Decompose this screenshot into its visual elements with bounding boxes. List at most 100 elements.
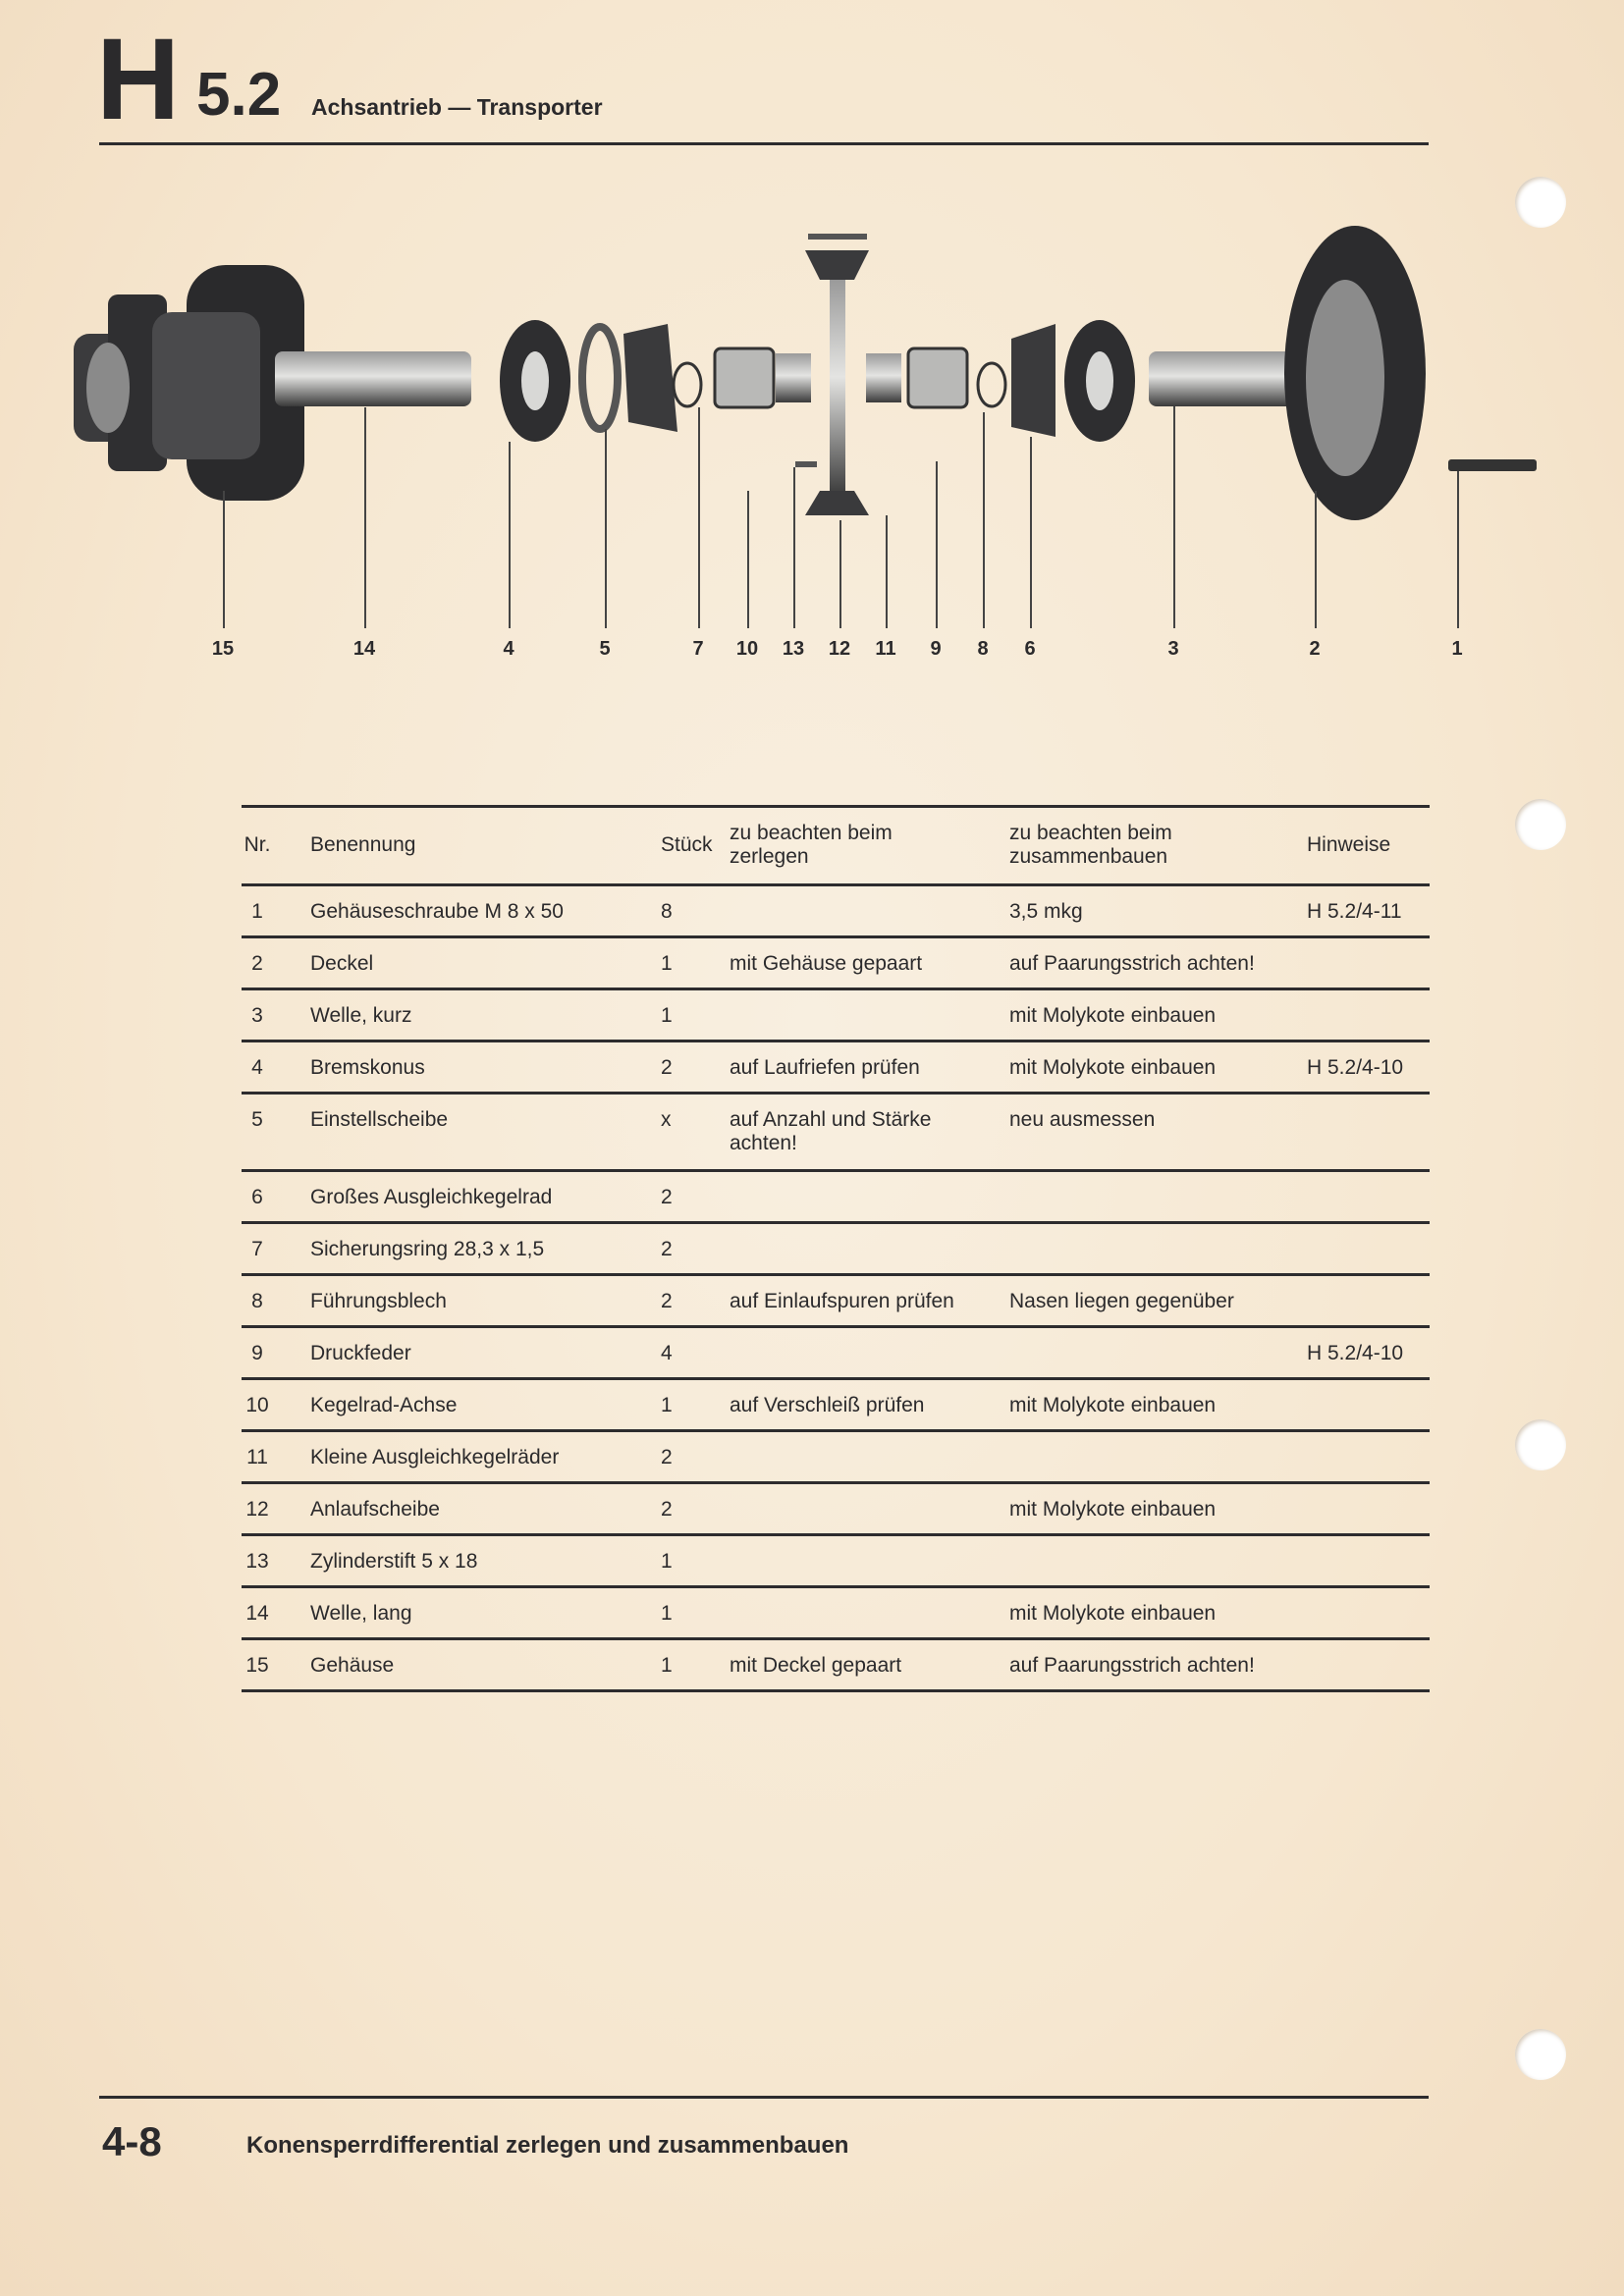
callout-label: 7 (692, 638, 704, 660)
small-gear-11-bottom (805, 491, 869, 515)
cell-nr: 6 (251, 1186, 263, 1208)
page-number: 4-8 (102, 2118, 162, 2164)
short-shaft-3 (1149, 351, 1296, 406)
guide-plate (713, 347, 776, 409)
callout-label: 8 (977, 638, 989, 660)
cell-qty: 1 (661, 1004, 673, 1027)
callout-label: 2 (1309, 638, 1321, 660)
cell-nr: 15 (245, 1654, 269, 1677)
punch-hole (1515, 1419, 1566, 1470)
cell-name: Großes Ausgleichkegelrad (310, 1186, 553, 1208)
cell-name: Welle, lang (310, 1602, 412, 1625)
cell-nr: 9 (251, 1342, 263, 1364)
cell-disassembly: auf Anzahl und Stärke achten! (730, 1108, 932, 1154)
cell-disassembly: auf Einlaufspuren prüfen (730, 1290, 954, 1312)
header-name: Benennung (310, 833, 416, 856)
cell-name: Kleine Ausgleichkegelräder (310, 1446, 560, 1468)
cell-qty: 4 (661, 1342, 673, 1364)
callout-label: 9 (930, 638, 942, 660)
housing-15 (74, 265, 304, 501)
table-row: 5 Einstellscheibe x auf Anzahl und Stärke a… (242, 1095, 1430, 1172)
cell-name: Sicherungsring 28,3 x 1,5 (310, 1238, 545, 1260)
cell-qty: 1 (661, 1602, 673, 1625)
housing-bolt-1 (1448, 459, 1537, 471)
cell-nr: 2 (251, 952, 263, 975)
section-letter: H (96, 15, 180, 144)
small-gear-11-top (805, 250, 869, 280)
table-row: 3 Welle, kurz 1 mit Molykote einbauen (242, 990, 1430, 1042)
cell-nr: 7 (251, 1238, 263, 1260)
page-title: Achsantrieb — Transporter (311, 94, 603, 120)
cell-nr: 8 (251, 1290, 263, 1312)
table-header: Nr. Benennung Stück zu beachten beim zer… (242, 808, 1430, 886)
cell-qty: x (661, 1108, 672, 1131)
cell-assembly: auf Paarungsstrich achten! (1009, 1654, 1255, 1677)
callout-label: 1 (1451, 638, 1463, 660)
cell-name: Bremskonus (310, 1056, 425, 1079)
cell-assembly: neu ausmessen (1009, 1108, 1156, 1131)
cell-nr: 13 (245, 1550, 269, 1573)
header-rule (99, 142, 1429, 145)
section-number: 5.2 (196, 61, 282, 129)
cell-assembly: mit Molykote einbauen (1009, 1602, 1217, 1625)
cell-qty: 2 (661, 1498, 673, 1521)
cell-name: Druckfeder (310, 1342, 411, 1364)
shim-5 (578, 323, 622, 433)
cell-assembly: mit Molykote einbauen (1009, 1498, 1217, 1521)
cell-qty: 2 (661, 1290, 673, 1312)
cell-name: Kegelrad-Achse (310, 1394, 458, 1416)
footer-title: Konensperrdifferential zerlegen und zusa… (246, 2132, 849, 2159)
cell-name: Gehäuseschraube M 8 x 50 (310, 900, 564, 923)
header-disassembly: zu beachten beim zerlegen (730, 822, 893, 868)
cell-nr: 4 (251, 1056, 263, 1079)
cell-nr: 3 (251, 1004, 263, 1027)
cell-disassembly: auf Verschleiß prüfen (730, 1394, 925, 1416)
cell-assembly: auf Paarungsstrich achten! (1009, 952, 1255, 975)
cell-nr: 11 (246, 1446, 268, 1468)
cell-qty: 2 (661, 1056, 673, 1079)
cell-notes: H 5.2/4-10 (1307, 1342, 1404, 1364)
pin-13 (795, 461, 817, 467)
cell-notes: H 5.2/4-10 (1307, 1056, 1404, 1079)
header-assembly: zu beachten beim zusammenbauen (1009, 822, 1172, 868)
callout-label: 10 (735, 638, 759, 660)
thrust-washer-12 (808, 234, 867, 240)
springs-9 (776, 353, 811, 402)
callout-label: 4 (503, 638, 514, 660)
callout-label: 12 (828, 638, 851, 660)
guide-plate-8 (906, 347, 969, 409)
parts-table: Nr. Benennung Stück zu beachten beim zer… (242, 805, 1430, 1692)
cell-name: Zylinderstift 5 x 18 (310, 1550, 478, 1573)
cell-disassembly: mit Gehäuse gepaart (730, 952, 923, 975)
punch-hole (1515, 177, 1566, 228)
cell-nr: 10 (245, 1394, 269, 1416)
cell-nr: 5 (251, 1108, 263, 1131)
callout-label: 11 (875, 638, 896, 660)
circlip-7 (672, 361, 703, 408)
exploded-diagram (74, 226, 1537, 520)
header-qty: Stück (661, 833, 713, 856)
callout-label: 6 (1024, 638, 1036, 660)
cell-name: Einstellscheibe (310, 1108, 449, 1131)
callout-label: 5 (599, 638, 611, 660)
header-nr: Nr. (244, 833, 271, 856)
cell-assembly: mit Molykote einbauen (1009, 1004, 1217, 1027)
cell-assembly: mit Molykote einbauen (1009, 1056, 1217, 1079)
punch-hole (1515, 2029, 1566, 2080)
cell-disassembly: mit Deckel gepaart (730, 1654, 902, 1677)
cell-disassembly: auf Laufriefen prüfen (730, 1056, 920, 1079)
cell-assembly: mit Molykote einbauen (1009, 1394, 1217, 1416)
header-notes: Hinweise (1307, 833, 1391, 856)
cell-name: Welle, kurz (310, 1004, 412, 1027)
cell-qty: 2 (661, 1238, 673, 1260)
cell-nr: 12 (245, 1498, 269, 1521)
